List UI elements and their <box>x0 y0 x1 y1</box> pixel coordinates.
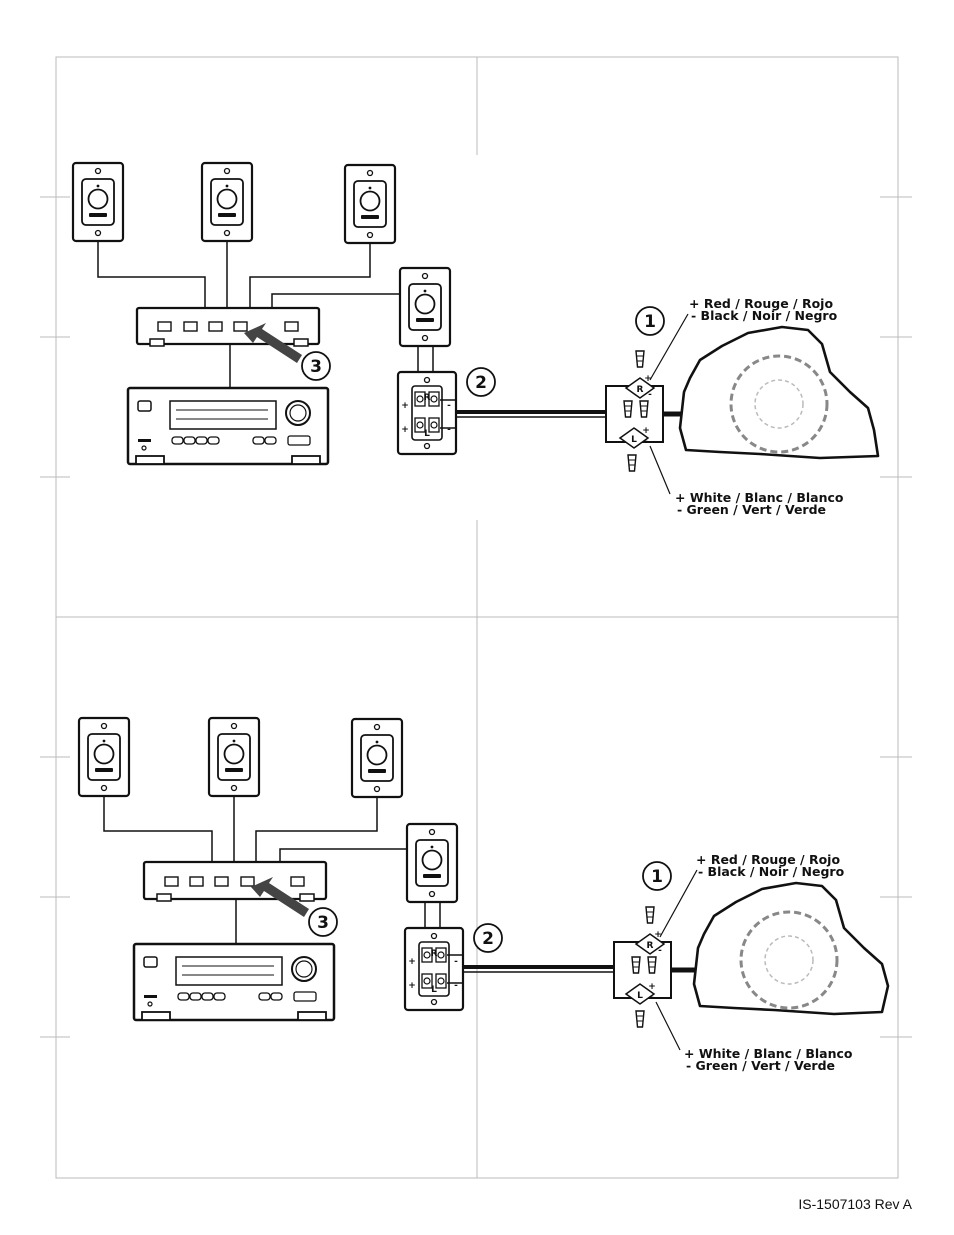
svg-text:1: 1 <box>651 867 663 887</box>
svg-text:1: 1 <box>644 312 656 332</box>
speaker-cable <box>447 954 614 984</box>
wall-plate-labels: R L + - + - <box>401 393 451 439</box>
page-frame <box>40 56 912 1179</box>
panel-bottom: 3 R L + - + - 2 R L <box>77 716 890 1073</box>
wire-nut-icon <box>631 956 641 974</box>
green-wire-label: - Green / Vert / Verde <box>677 502 826 517</box>
callout-2: 2 <box>466 367 496 397</box>
svg-text:L: L <box>431 985 437 995</box>
black-wire-label: - Black / Noir / Negro <box>691 308 838 323</box>
callout-3: 3 <box>301 351 331 381</box>
junction-box: R L + - + - <box>613 930 698 1005</box>
svg-text:2: 2 <box>475 373 487 393</box>
svg-text:-: - <box>658 946 662 956</box>
svg-text:R: R <box>647 941 654 951</box>
volume-control <box>77 716 131 798</box>
svg-text:L: L <box>424 429 430 439</box>
svg-text:+: + <box>401 401 409 411</box>
volume-control <box>207 716 261 798</box>
speaker-selector-hub <box>135 306 321 347</box>
svg-text:L: L <box>631 435 637 445</box>
svg-text:-: - <box>447 401 451 411</box>
wire-nut-icon <box>645 906 655 924</box>
leader-line <box>649 313 689 381</box>
black-wire-label: - Black / Noir / Negro <box>698 864 845 879</box>
wire-nut-icon <box>635 350 645 368</box>
white-wire-label: + White / Blanc / Blanco <box>684 1046 853 1061</box>
svg-text:+: + <box>408 957 416 967</box>
av-receiver <box>132 942 336 1022</box>
svg-text:3: 3 <box>310 357 322 377</box>
svg-text:3: 3 <box>317 913 329 933</box>
leader-line <box>659 869 698 938</box>
panel-top: 3 R L + - + - 2 <box>71 161 880 517</box>
svg-text:-: - <box>648 390 652 400</box>
svg-text:+: + <box>642 426 650 436</box>
volume-control <box>398 266 452 348</box>
svg-text:-: - <box>644 437 648 447</box>
green-wire-label: - Green / Vert / Verde <box>686 1058 835 1073</box>
speaker-selector-hub <box>142 860 328 902</box>
leader-line <box>649 445 671 495</box>
svg-text:2: 2 <box>482 929 494 949</box>
volume-control <box>71 161 125 243</box>
control-wires <box>103 797 441 944</box>
rock-speaker <box>692 881 890 1016</box>
wall-plate <box>403 926 465 1012</box>
rock-speaker <box>678 325 880 460</box>
control-wires <box>97 240 434 388</box>
red-wire-label: + Red / Rouge / Rojo <box>696 852 840 867</box>
speaker-cable <box>440 399 606 429</box>
svg-text:-: - <box>650 993 654 1003</box>
svg-text:-: - <box>447 425 451 435</box>
svg-text:-: - <box>454 957 458 967</box>
svg-text:R: R <box>431 949 438 959</box>
volume-control <box>343 163 397 245</box>
svg-text:R: R <box>424 393 431 403</box>
wall-plate-labels: R L + - + - <box>408 949 458 995</box>
svg-text:-: - <box>454 981 458 991</box>
callout-2: 2 <box>473 923 503 953</box>
av-receiver <box>126 386 330 466</box>
volume-control <box>405 822 459 904</box>
document-id: IS-1507103 Rev A <box>798 1196 912 1212</box>
svg-text:+: + <box>654 930 662 940</box>
callout-1: 1 <box>635 306 665 336</box>
wire-nut-icon <box>627 454 637 472</box>
junction-box: R L + - + - <box>605 374 684 449</box>
leader-line <box>655 1001 681 1051</box>
wire-nut-icon <box>635 1010 645 1028</box>
svg-text:+: + <box>401 425 409 435</box>
wire-nut-icon <box>639 400 649 418</box>
svg-text:L: L <box>637 991 643 1001</box>
wall-plate <box>396 370 458 456</box>
svg-text:R: R <box>637 385 644 395</box>
volume-control <box>200 161 254 243</box>
wire-nut-icon <box>623 400 633 418</box>
red-wire-label: + Red / Rouge / Rojo <box>689 296 833 311</box>
volume-control <box>350 717 404 799</box>
wire-nut-icon <box>647 956 657 974</box>
callout-1: 1 <box>642 861 672 891</box>
callout-3: 3 <box>308 907 338 937</box>
svg-text:+: + <box>644 374 652 384</box>
svg-text:+: + <box>408 981 416 991</box>
svg-text:+: + <box>648 982 656 992</box>
white-wire-label: + White / Blanc / Blanco <box>675 490 844 505</box>
